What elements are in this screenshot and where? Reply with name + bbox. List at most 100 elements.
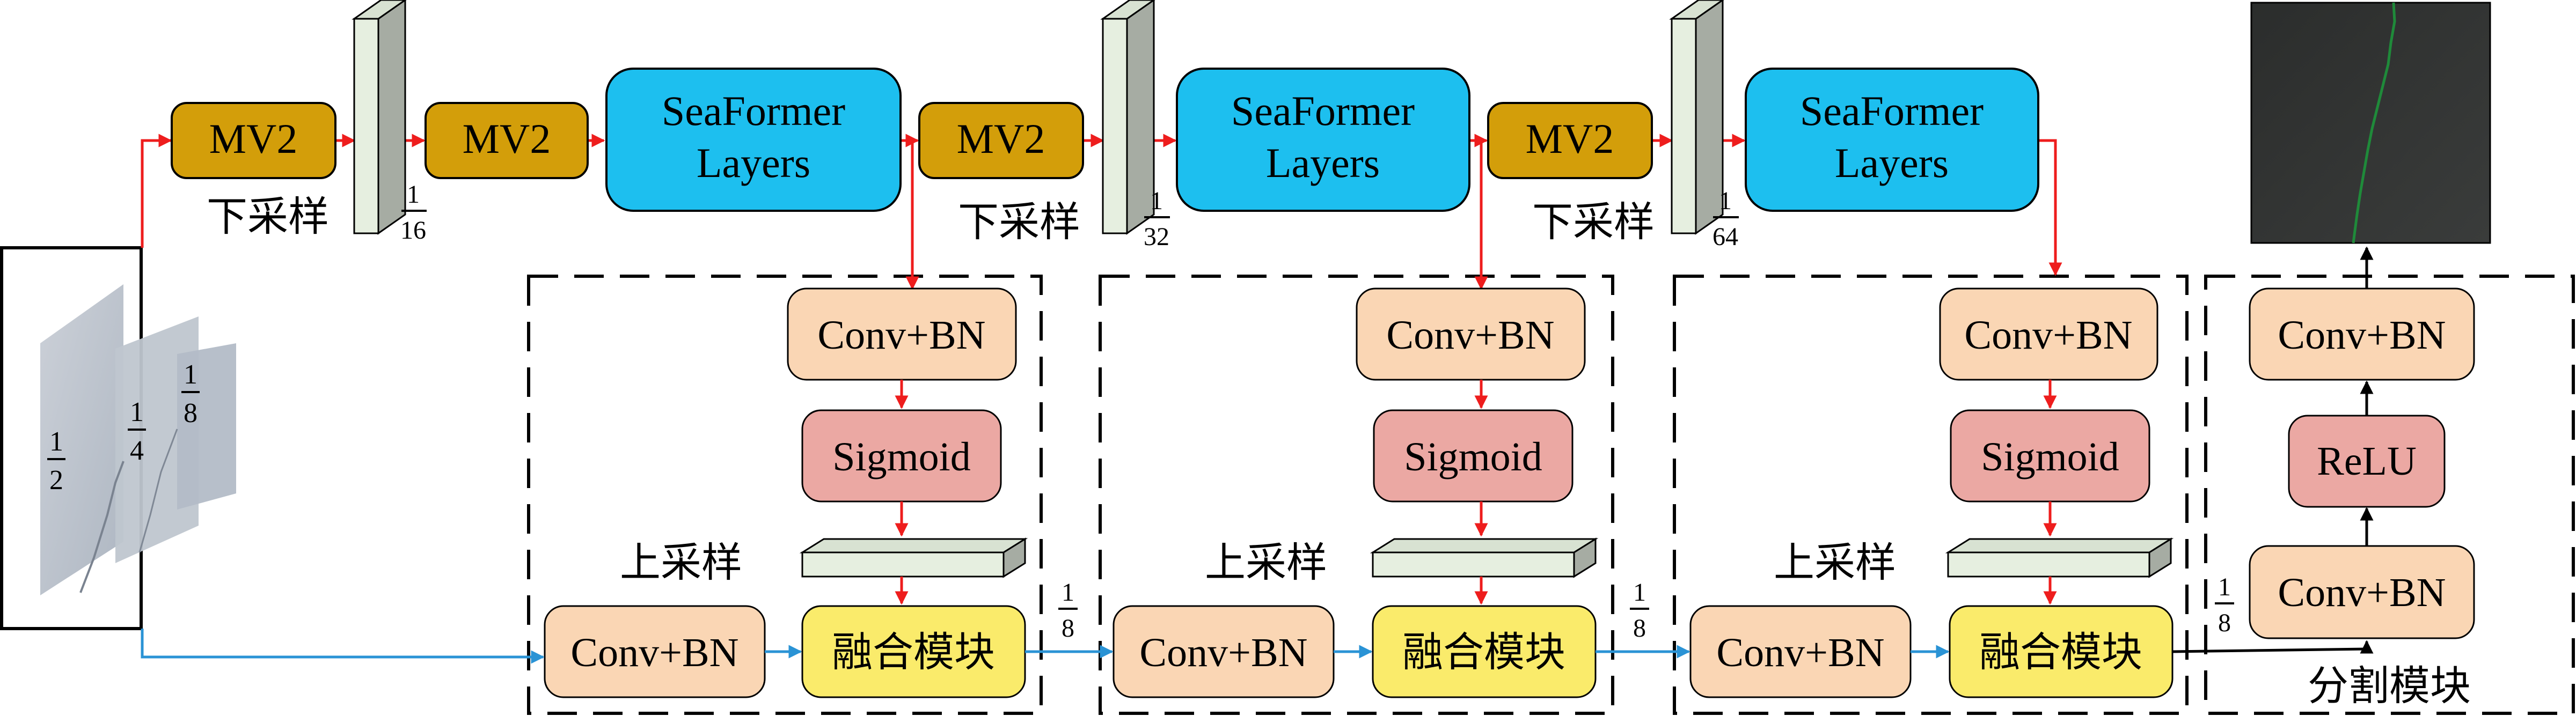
- mv2-block-4-box: [1487, 102, 1653, 179]
- link-scale-2: 1 8: [1630, 578, 1649, 643]
- input-scale-half: 1 2: [47, 426, 65, 496]
- scale-fraction-32: 1 32: [1144, 187, 1170, 251]
- fusion-stage-2: Conv+BN Sigmoid 上采样 Conv+BN 融合模块: [1113, 287, 1599, 698]
- arrow-sf2-down: [1470, 139, 1488, 290]
- stage3-sigmoid-label: Sigmoid: [1981, 434, 2119, 479]
- stage1-fusion-label: 融合模块: [832, 628, 995, 676]
- downsample-label-3: 下采样: [1532, 198, 1655, 246]
- stage3-conv-bn-label: Conv+BN: [1716, 630, 1884, 675]
- stage1-sigmoid-label: Sigmoid: [832, 434, 971, 479]
- fusion-stage-3: Conv+BN Sigmoid 上采样 Conv+BN 融合模块: [1689, 287, 2174, 698]
- link-scale-2-num: 1: [1633, 578, 1646, 607]
- mv2-block-2: MV2: [425, 102, 589, 179]
- mv2-block-3-box: [918, 102, 1084, 179]
- input-scale-quarter-den: 4: [130, 435, 144, 466]
- stage3-upsample-map-face: [1947, 551, 2150, 578]
- mv2-block-3: MV2: [918, 102, 1084, 179]
- arrow-input-to-mv2: [141, 134, 172, 248]
- input-scale-quarter-num: 1: [130, 397, 144, 427]
- scale-32-den: 32: [1144, 223, 1169, 251]
- seaformer-block-3-line1: SeaFormer: [1800, 87, 1984, 134]
- downsample-map-2-face: [1102, 18, 1128, 234]
- scale-64-num: 1: [1719, 187, 1732, 215]
- stage3-upsample-label: 上采样: [1774, 538, 1896, 586]
- crack-image-half: [40, 284, 123, 595]
- seaformer-block-3: SeaFormer Layers: [1745, 68, 2039, 212]
- crack-line: [79, 461, 125, 593]
- scale-fraction-64: 1 64: [1713, 187, 1739, 251]
- scale-16-num: 1: [407, 180, 420, 209]
- scale-64-den: 64: [1713, 223, 1738, 251]
- fusion-stage-1: Conv+BN Sigmoid 上采样 Conv+BN 融合模块: [544, 287, 1028, 698]
- input-scale-eighth-den: 8: [184, 398, 197, 429]
- link-scale-3: 1 8: [2215, 573, 2234, 637]
- stage1-upsample-map-top: [799, 538, 1028, 553]
- seaformer-block-1-box: [605, 68, 902, 212]
- fusion-stage-1-frame: [527, 275, 1043, 715]
- fusion-stage-3-frame: [1673, 275, 2189, 715]
- downsample-map-2: [1100, 0, 1155, 235]
- seaformer-block-2-line1: SeaFormer: [1231, 87, 1415, 134]
- link-scale-1-num: 1: [1062, 578, 1074, 607]
- arrow-sf3-down: [2039, 139, 2062, 276]
- stage2-upsample-label: 上采样: [1205, 538, 1327, 586]
- input-scale-half-num: 1: [49, 426, 63, 457]
- seaformer-block-2-box: [1176, 68, 1470, 212]
- stage2-sigmoid-label: Sigmoid: [1404, 434, 1542, 479]
- seaformer-block-1-line2: Layers: [697, 139, 810, 186]
- input-image-panel: 1 2 1 4 1 8: [0, 246, 236, 630]
- link-scale-1: 1 8: [1058, 578, 1078, 643]
- stage2-conv-bn-label: Conv+BN: [1139, 630, 1307, 675]
- stage3-upsample-map: [1945, 537, 2174, 578]
- mv2-block-1-box: [171, 102, 336, 179]
- crack-line-2: [138, 429, 178, 553]
- segmentation-head: Conv+BN ReLU Conv+BN 分割模块: [2172, 246, 2475, 710]
- downsample-label-1: 下采样: [207, 193, 329, 240]
- output-image-bg: [2250, 2, 2491, 244]
- stage3-upsample-map-top: [1945, 538, 2174, 553]
- stage2-sigmoid-box: [1373, 409, 1574, 503]
- mv2-block-3-label: MV2: [957, 115, 1045, 162]
- stage3-attn-conv-bn-label: Conv+BN: [1964, 313, 2132, 358]
- link-scale-1-den: 8: [1062, 614, 1074, 643]
- downsample-map-3: [1669, 0, 1724, 235]
- link-scale-3-den: 8: [2218, 609, 2231, 637]
- input-scale-quarter: 1 4: [128, 397, 146, 466]
- mv2-block-1-label: MV2: [209, 115, 298, 162]
- input-scale-eighth: 1 8: [181, 359, 200, 429]
- stage1-attn-conv-bn-label: Conv+BN: [817, 313, 985, 358]
- scale-fraction-16: 1 16: [400, 180, 427, 245]
- link-scale-3-num: 1: [2218, 573, 2231, 601]
- seg-head-title: 分割模块: [2308, 662, 2471, 710]
- downsample-map-1-face: [353, 18, 379, 234]
- stage1-upsample-map-face: [801, 551, 1005, 578]
- fusion-stage-2-frame: [1099, 275, 1614, 715]
- seaformer-block-2: SeaFormer Layers: [1176, 68, 1470, 212]
- stage2-fusion-label: 融合模块: [1402, 628, 1565, 676]
- mv2-block-4-label: MV2: [1526, 115, 1614, 162]
- arrow-sf1-down: [902, 139, 919, 290]
- scale-32-num: 1: [1150, 187, 1163, 215]
- seaformer-block-1: SeaFormer Layers: [605, 68, 902, 212]
- segmentation-head-frame: [2204, 275, 2575, 715]
- fusion-stage-frames: [527, 275, 2575, 715]
- seg-conv-bn-top-box: [2249, 287, 2475, 381]
- input-scale-eighth-num: 1: [184, 359, 197, 390]
- mv2-block-4: MV2: [1487, 102, 1653, 179]
- seg-relu-label: ReLU: [2317, 439, 2417, 484]
- backbone-arrows: [141, 134, 2062, 290]
- seaformer-block-2-line2: Layers: [1266, 139, 1380, 186]
- mv2-block-1: MV2: [171, 102, 336, 179]
- mv2-block-2-label: MV2: [463, 115, 551, 162]
- backbone: MV2 MV2 MV2 MV2 SeaFormer Layers SeaForm…: [171, 0, 2039, 251]
- stage3-fusion-label: 融合模块: [1979, 628, 2142, 676]
- arrow-input-to-stage1: [141, 629, 545, 664]
- seaformer-block-1-line1: SeaFormer: [662, 87, 845, 134]
- downsample-map-1: [352, 0, 407, 235]
- downsample-label-2: 下采样: [958, 198, 1080, 246]
- mv2-block-2-box: [425, 102, 589, 179]
- arrow-stage3-to-seg: [2172, 640, 2374, 654]
- downsample-map-1-side: [377, 0, 406, 235]
- seaformer-block-3-box: [1745, 68, 2039, 212]
- stage1-upsample-label: 上采样: [620, 538, 742, 586]
